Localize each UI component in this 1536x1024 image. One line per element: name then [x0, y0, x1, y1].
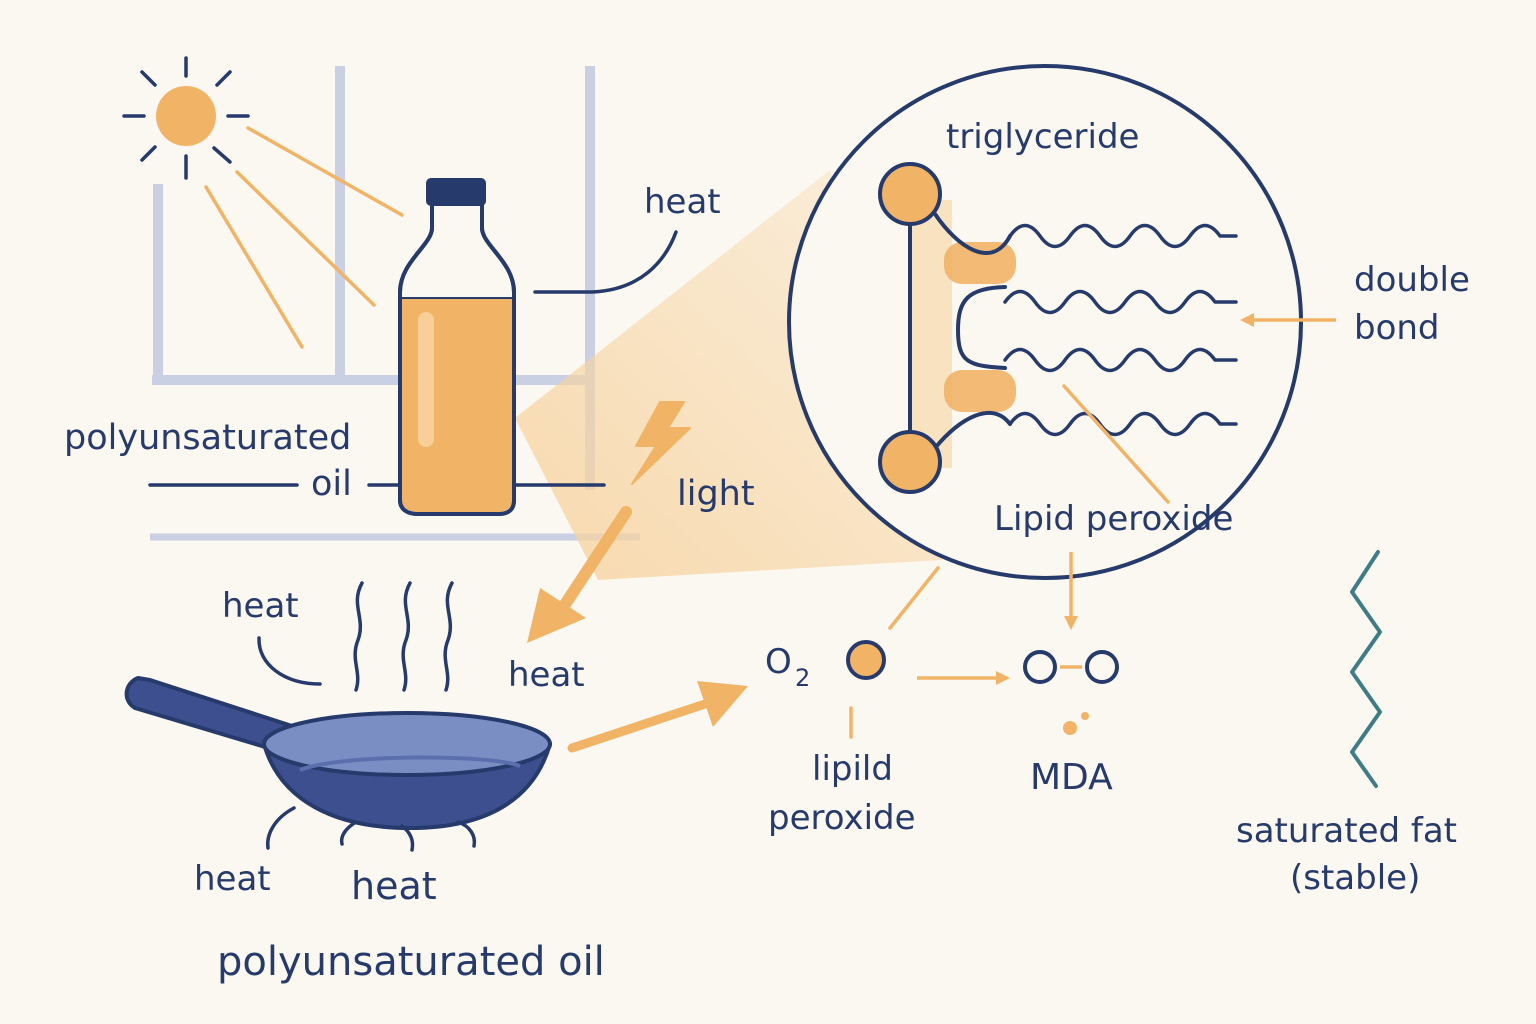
- triglyceride-molecule: [878, 162, 1238, 494]
- lipid-peroxide-label-line1: lipild: [812, 749, 893, 789]
- heat-steam-pointer: [257, 636, 322, 686]
- double-bond-label-line2: bond: [1354, 308, 1440, 348]
- sun-icon: [122, 56, 250, 180]
- double-bond-arrow: [1240, 313, 1336, 327]
- heat-bottle-label: heat: [644, 182, 721, 222]
- bottle-icon: [398, 178, 516, 516]
- o2-subscript: 2: [795, 664, 810, 692]
- arrow-to-o2: [567, 681, 748, 753]
- steam-icon: [353, 581, 454, 692]
- lipid-peroxide-node: [846, 640, 886, 680]
- arrow-to-mda: [917, 671, 1010, 685]
- saturated-fat-label-line2: (stable): [1290, 858, 1420, 898]
- heat-steam-label: heat: [222, 586, 299, 626]
- triglyceride-label: triglyceride: [946, 117, 1139, 157]
- o2-label: O: [765, 642, 792, 682]
- heat-right-label: heat: [508, 655, 585, 695]
- arrow-to-pan: [527, 506, 632, 643]
- polyunsaturated-label-line1: polyunsaturated: [64, 418, 351, 458]
- heat-bottom-left-label: heat: [194, 859, 271, 899]
- light-label: light: [677, 474, 755, 514]
- down-arrow-mda: [1064, 552, 1078, 630]
- lipid-peroxide-pointer: [1062, 384, 1170, 504]
- double-bond-label-line1: double: [1354, 260, 1470, 300]
- lipid-peroxide-label-line2: peroxide: [768, 798, 916, 838]
- saturated-fat-label-line1: saturated fat: [1236, 811, 1457, 851]
- zigzag-chain-icon: [1350, 550, 1382, 788]
- polyunsaturated-label-line2: oil: [311, 464, 352, 504]
- lipid-peroxide-circle-label: Lipid peroxide: [994, 499, 1233, 539]
- pan-caption: polyunsaturated oil: [217, 939, 605, 985]
- burner-flames: [266, 806, 477, 852]
- peroxide-link: [888, 566, 940, 630]
- frying-pan-icon: [124, 676, 552, 830]
- mda-label: MDA: [1030, 757, 1113, 798]
- heat-bottom-center-label: heat: [351, 864, 437, 908]
- mda-molecule: [1023, 650, 1119, 735]
- sun-rays: [204, 126, 404, 349]
- lightning-icon: [631, 401, 691, 485]
- heat-bottle-pointer: [533, 230, 678, 294]
